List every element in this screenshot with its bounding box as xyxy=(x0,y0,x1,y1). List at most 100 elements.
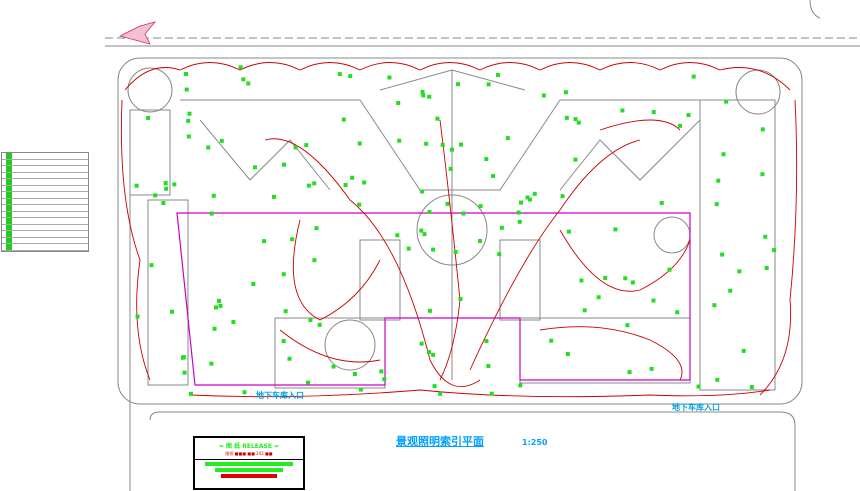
light-fixture-icon xyxy=(357,202,362,207)
legend-row xyxy=(2,218,88,225)
light-fixture-icon xyxy=(651,110,656,115)
light-fixture-icon xyxy=(209,361,214,366)
light-fixture-icon xyxy=(431,352,436,357)
light-fixture-icon xyxy=(764,266,769,271)
light-fixture-icon xyxy=(187,111,192,116)
light-fixture-icon xyxy=(337,72,342,77)
light-fixture-icon xyxy=(251,281,256,286)
legend-row xyxy=(2,237,88,244)
light-fixture-icon xyxy=(495,72,500,77)
light-fixture-icon xyxy=(596,295,601,300)
stamp-bar xyxy=(215,468,283,472)
light-fixture-icon xyxy=(357,141,362,146)
light-fixture-icon xyxy=(532,191,537,196)
light-fixture-icon xyxy=(549,338,554,343)
light-fixture-icon xyxy=(149,263,154,268)
light-fixture-icon xyxy=(358,387,363,392)
light-fixture-icon xyxy=(427,209,432,214)
north-arrow-icon xyxy=(118,21,157,45)
legend-row xyxy=(2,159,88,166)
light-fixture-icon xyxy=(741,348,746,353)
light-fixture-icon xyxy=(282,162,287,167)
light-fixture-icon xyxy=(379,369,384,374)
light-fixture-icon xyxy=(304,143,309,148)
light-fixture-icon xyxy=(505,136,510,141)
light-fixture-icon xyxy=(420,89,425,94)
light-fixture-icon xyxy=(484,157,489,162)
legend-swatch xyxy=(6,224,12,230)
light-fixture-icon xyxy=(449,147,454,152)
legend-row xyxy=(2,244,88,251)
light-fixture-icon xyxy=(348,74,353,79)
light-fixture-icon xyxy=(146,115,151,120)
light-fixture-icon xyxy=(213,305,218,310)
light-fixture-icon xyxy=(453,250,458,255)
light-fixture-icon xyxy=(749,385,754,390)
light-fixture-icon xyxy=(489,391,494,396)
light-fixture-icon xyxy=(406,246,411,251)
legend-swatch xyxy=(6,205,12,211)
light-fixture-icon xyxy=(341,117,346,122)
stamp-bar xyxy=(205,462,293,466)
light-fixture-icon xyxy=(419,341,424,346)
light-fixture-icon xyxy=(613,227,618,232)
legend-swatch xyxy=(6,237,12,243)
light-fixture-icon xyxy=(163,181,168,186)
light-fixture-icon xyxy=(218,303,223,308)
light-fixture-icon xyxy=(576,120,581,125)
light-fixture-icon xyxy=(564,115,569,120)
light-fixture-icon xyxy=(238,65,243,70)
light-fixture-icon xyxy=(424,141,429,146)
drawing-scale: 1:250 xyxy=(522,438,548,447)
light-fixture-icon xyxy=(517,219,522,224)
light-fixture-icon xyxy=(212,326,217,331)
light-fixture-icon xyxy=(435,116,440,121)
light-fixture-icon xyxy=(478,204,483,209)
entrance-label: 地下车库入口 xyxy=(256,391,304,400)
light-fixture-icon xyxy=(714,202,719,207)
legend-row xyxy=(2,198,88,205)
legend-swatch xyxy=(6,172,12,178)
light-fixture-icon xyxy=(491,174,496,179)
light-fixture-icon xyxy=(724,99,729,104)
light-fixture-icon xyxy=(760,172,765,177)
light-fixture-icon xyxy=(763,234,768,239)
light-fixture-icon xyxy=(241,77,246,82)
light-fixture-icon xyxy=(427,94,432,99)
light-fixture-icon xyxy=(456,82,461,87)
light-fixture-icon xyxy=(625,323,630,328)
light-fixture-icon xyxy=(573,157,578,162)
light-fixture-icon xyxy=(478,238,483,243)
legend-row xyxy=(2,153,88,160)
light-fixture-icon xyxy=(164,186,169,191)
light-fixture-icon xyxy=(560,194,565,199)
light-fixture-icon xyxy=(161,201,166,206)
light-fixture-icon xyxy=(541,93,546,98)
light-fixture-icon xyxy=(186,134,191,139)
legend-swatch xyxy=(6,198,12,204)
light-fixture-icon xyxy=(426,350,431,355)
light-fixture-icon xyxy=(582,308,587,313)
light-fixture-icon xyxy=(312,258,317,263)
light-fixture-icon xyxy=(314,226,319,231)
light-fixture-icon xyxy=(184,87,189,92)
light-fixture-icon xyxy=(312,181,317,186)
legend-swatch xyxy=(6,179,12,185)
light-fixture-icon xyxy=(630,280,635,285)
light-fixture-icon xyxy=(677,123,682,128)
light-fixture-icon xyxy=(712,303,717,308)
light-fixture-icon xyxy=(272,194,277,199)
legend-row xyxy=(2,185,88,192)
light-fixture-icon xyxy=(518,383,523,388)
light-fixture-icon xyxy=(206,145,211,150)
light-fixture-icon xyxy=(135,314,140,319)
stamp-header: = 图 纸 RELEASE = xyxy=(218,443,280,450)
light-fixture-icon xyxy=(211,193,216,198)
legend-row xyxy=(2,211,88,218)
light-fixture-icon xyxy=(431,247,436,252)
light-fixture-icon xyxy=(422,232,427,237)
light-fixtures xyxy=(134,65,777,396)
light-fixture-icon xyxy=(573,117,578,122)
light-fixture-icon xyxy=(306,183,311,188)
light-fixture-icon xyxy=(395,233,400,238)
